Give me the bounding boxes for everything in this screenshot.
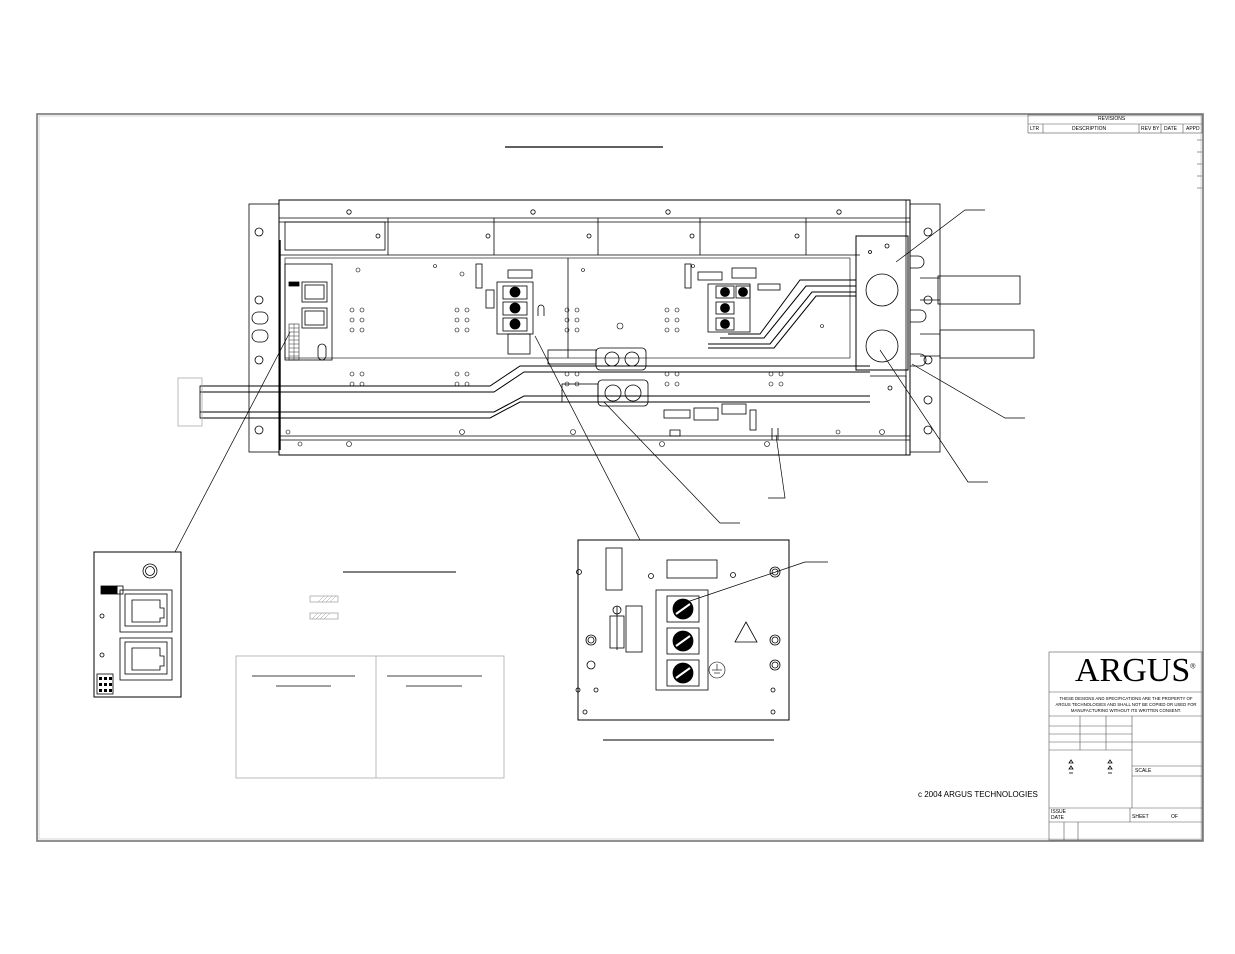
of-label: OF (1171, 814, 1178, 820)
revisions-col-rev-by: REV BY (1141, 126, 1160, 132)
issue-label: ISSUE (1051, 809, 1067, 815)
title-block (1048, 651, 1203, 841)
revisions-col-appd: APPD (1186, 126, 1200, 132)
revisions-table (1027, 114, 1203, 189)
leader-lines (174, 209, 1025, 603)
registered-mark: ® (1190, 663, 1196, 671)
scale-label: SCALE (1135, 768, 1152, 774)
copyright-text: c 2004 ARGUS TECHNOLOGIES (918, 790, 1038, 799)
revisions-title: REVISIONS (1098, 116, 1126, 122)
revisions-col-ltr: LTR (1030, 126, 1040, 132)
detail-terminal-block (575, 539, 790, 741)
argus-logo: ARGUS® (1075, 652, 1195, 690)
revisions-col-date: DATE (1164, 126, 1177, 132)
shelf-main-view (177, 199, 1035, 456)
legend (309, 571, 456, 620)
revisions-col-description: DESCRIPTION (1072, 126, 1107, 132)
notes-table (235, 655, 505, 779)
detail-communications-card (93, 551, 182, 698)
date-label: DATE (1051, 815, 1064, 821)
sheet-border (36, 113, 1204, 842)
argus-logo-text: ARGUS (1075, 652, 1191, 689)
sheet-label: SHEET (1132, 814, 1149, 820)
property-notice: THESE DESIGNS AND SPECIFICATIONS ARE THE… (1055, 696, 1197, 713)
